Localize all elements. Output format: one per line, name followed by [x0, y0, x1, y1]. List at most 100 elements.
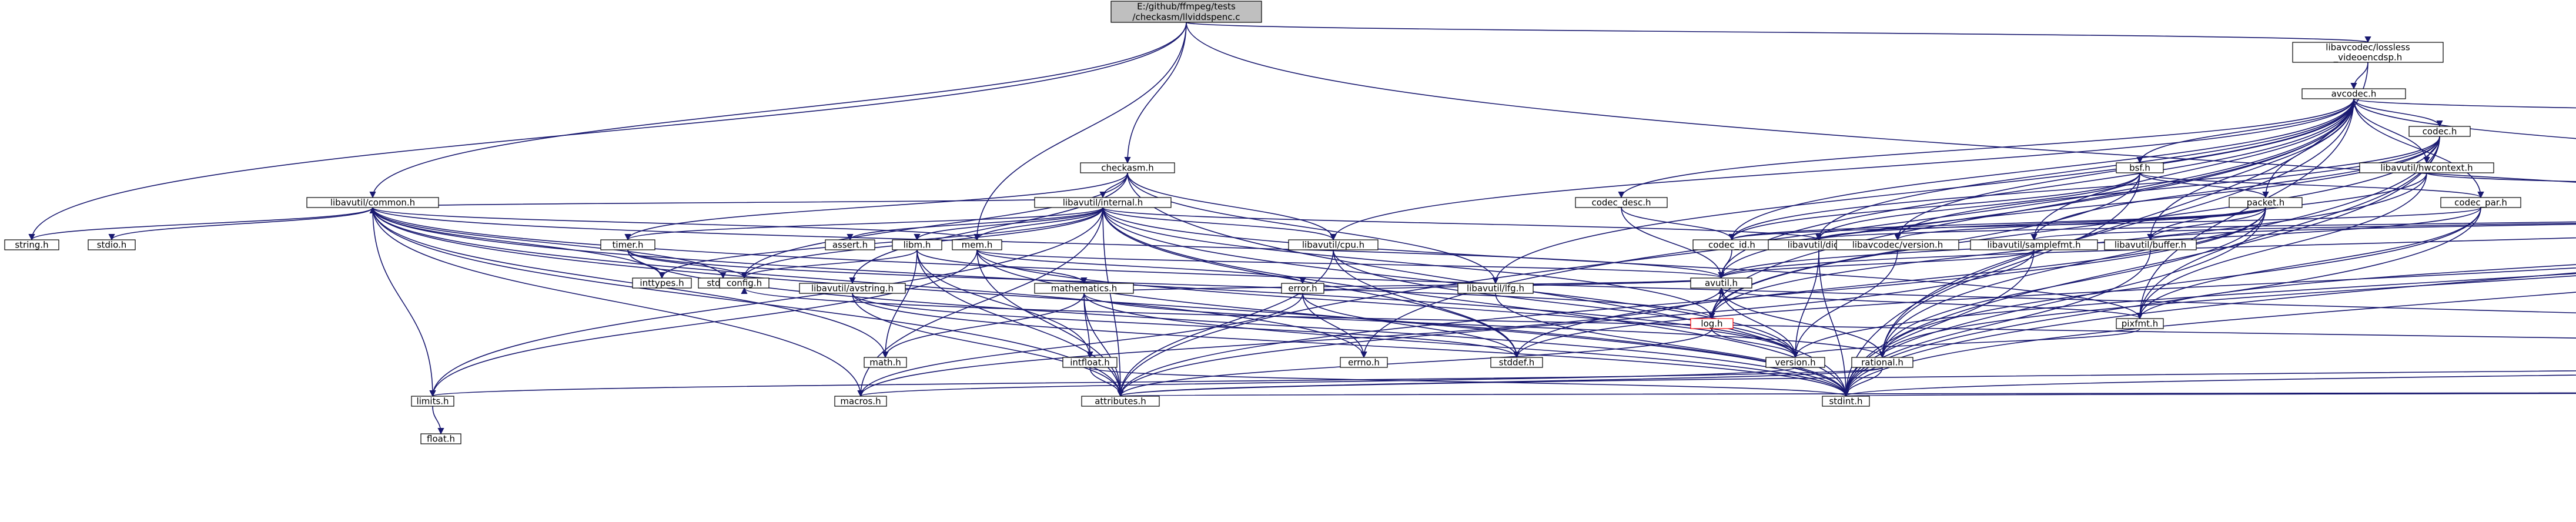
- node-error[interactable]: error.h: [1281, 283, 1324, 294]
- edge-internal-to-attributes: [1102, 207, 1124, 397]
- edge-packet-to-buffer: [2147, 207, 2266, 241]
- node-label: codec_id.h: [1708, 240, 1755, 251]
- node-string[interactable]: string.h: [4, 239, 59, 250]
- edge-avstring-to-stddef: [852, 293, 1520, 359]
- edge-avcodec-to-codec_id: [1728, 98, 2354, 241]
- edge-common-to-math: [372, 207, 889, 359]
- node-math[interactable]: math.h: [864, 357, 907, 368]
- node-buffer[interactable]: libavutil/buffer.h: [2104, 239, 2197, 250]
- node-pixfmt[interactable]: pixfmt.h: [2116, 318, 2164, 329]
- node-inttypes[interactable]: inttypes.h: [632, 277, 692, 289]
- node-root[interactable]: E:/github/ffmpeg/tests/checkasm/llviddsp…: [1110, 1, 1262, 23]
- node-intfloat[interactable]: intfloat.h: [1062, 357, 1118, 368]
- edge-avcodec-to-cpu: [1330, 98, 2354, 241]
- node-codec[interactable]: codec.h: [2408, 126, 2471, 137]
- node-label: limits.h: [416, 396, 449, 407]
- node-float[interactable]: float.h: [420, 433, 461, 444]
- edge-lavc_version-to-version: [1792, 249, 1898, 359]
- edge-packet-to-lavc_version: [1894, 207, 2266, 241]
- node-label: libavcodec/version.h: [1852, 240, 1943, 250]
- node-macros[interactable]: macros.h: [834, 396, 887, 407]
- node-mathematics[interactable]: mathematics.h: [1034, 283, 1134, 294]
- node-common[interactable]: libavutil/common.h: [306, 197, 439, 208]
- node-config[interactable]: config.h: [719, 277, 770, 289]
- edge-packet-to-rational: [1879, 207, 2266, 359]
- edge-bswap-to-stdint: [1845, 389, 2576, 397]
- node-box: [1062, 357, 1118, 368]
- node-label: attributes.h: [1095, 396, 1146, 407]
- node-box: [2292, 42, 2444, 63]
- node-log[interactable]: log.h: [1690, 318, 1734, 329]
- edge-checkasm-to-timer: [624, 172, 1128, 241]
- node-label: error.h: [1288, 283, 1317, 294]
- node-assert[interactable]: assert.h: [825, 239, 875, 250]
- node-dict[interactable]: libavutil/dict.h: [1768, 239, 1870, 250]
- node-internal[interactable]: libavutil/internal.h: [1034, 197, 1172, 208]
- edge-avcodec-to-hwcontext: [2353, 98, 2430, 164]
- edge-frame-to-dict: [1816, 221, 2576, 241]
- node-label: libavutil/buffer.h: [2115, 240, 2186, 250]
- edge-rational-to-attributes: [1117, 367, 1883, 397]
- edge-log-to-version: [1711, 328, 1799, 359]
- node-box: [834, 396, 887, 407]
- edge-checkasm-to-cpu: [1127, 172, 1337, 241]
- node-stdint[interactable]: stdint.h: [1822, 396, 1870, 407]
- node-lavc-version[interactable]: libavcodec/version.h: [1836, 239, 1959, 250]
- node-libm[interactable]: libm.h: [892, 239, 942, 250]
- node-avutil[interactable]: avutil.h: [1690, 277, 1752, 289]
- edge-checkasm-to-avstring: [849, 172, 1128, 285]
- edge-common-to-errno: [372, 207, 1367, 359]
- edge-codec-to-lavc_version: [1894, 136, 2440, 241]
- node-bsf[interactable]: bsf.h: [2116, 162, 2164, 173]
- edge-mem-to-error: [976, 249, 1306, 285]
- edge-bsf-to-codec_id: [1728, 172, 2140, 241]
- edge-mathematics-to-stdint: [1083, 293, 1849, 397]
- node-timer[interactable]: timer.h: [600, 239, 655, 250]
- node-cpu[interactable]: libavutil/cpu.h: [1288, 239, 1379, 250]
- node-box: [88, 239, 136, 250]
- edge-rational-to-stdint: [1842, 367, 1883, 397]
- node-label: mem.h: [962, 240, 993, 250]
- node-codec-id[interactable]: codec_id.h: [1692, 239, 1771, 251]
- node-label: avutil.h: [1705, 278, 1738, 289]
- node-limits[interactable]: limits.h: [411, 396, 454, 407]
- edge-common-to-stdio: [108, 207, 373, 241]
- node-hwcontext[interactable]: libavutil/hwcontext.h: [2359, 162, 2494, 173]
- node-codec-desc[interactable]: codec_desc.h: [1575, 197, 1668, 209]
- edge-pixfmt-to-version: [1792, 328, 2140, 359]
- node-samplefmt[interactable]: libavutil/samplefmt.h: [1970, 239, 2098, 250]
- node-label: libavutil/avstring.h: [811, 283, 894, 294]
- node-lossless[interactable]: libavcodec/lossless_videoencdsp.h: [2292, 42, 2444, 63]
- node-label: codec.h: [2423, 126, 2457, 137]
- node-label: errno.h: [1348, 357, 1380, 368]
- edge-codec_desc-to-codec_id: [1621, 207, 1735, 241]
- node-mem[interactable]: mem.h: [952, 239, 1002, 250]
- node-avcodec[interactable]: avcodec.h: [2301, 88, 2406, 99]
- edge-internal-to-timer: [624, 207, 1103, 241]
- node-lfg[interactable]: libavutil/lfg.h: [1457, 283, 1534, 294]
- node-checkasm[interactable]: checkasm.h: [1080, 162, 1175, 173]
- node-version[interactable]: version.h: [1765, 357, 1825, 368]
- node-attributes[interactable]: attributes.h: [1081, 396, 1160, 407]
- node-label: bsf.h: [2129, 163, 2150, 173]
- node-box: [1490, 357, 1543, 368]
- node-label: avcodec.h: [2331, 89, 2377, 99]
- node-codec-par[interactable]: codec_par.h: [2440, 197, 2521, 209]
- node-avstring[interactable]: libavutil/avstring.h: [799, 283, 906, 294]
- node-packet[interactable]: packet.h: [2229, 197, 2303, 208]
- node-box: [420, 433, 461, 444]
- edge-internal-to-dict: [1102, 207, 1822, 241]
- node-errno[interactable]: errno.h: [1340, 357, 1388, 368]
- node-box: [825, 239, 875, 250]
- edge-avcodec-to-codec_desc: [1618, 98, 2354, 199]
- node-box: [2440, 197, 2521, 208]
- edge-avutil-to-version: [1721, 287, 1799, 359]
- node-label: packet.h: [2247, 198, 2285, 208]
- node-stdio[interactable]: stdio.h: [88, 239, 136, 250]
- edge-limits-to-float: [432, 406, 444, 435]
- node-rational[interactable]: rational.h: [1851, 357, 1913, 368]
- node-box: [1081, 396, 1160, 407]
- node-label: pixfmt.h: [2122, 319, 2159, 329]
- node-stddef[interactable]: stddef.h: [1490, 357, 1543, 368]
- node-label: macros.h: [840, 396, 881, 407]
